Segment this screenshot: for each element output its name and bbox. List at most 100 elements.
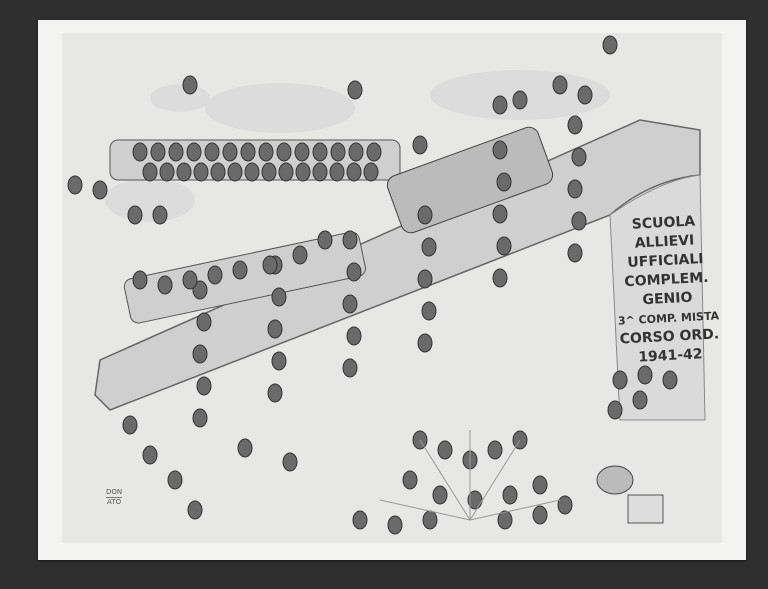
face-photo (607, 400, 623, 420)
face-photo (346, 162, 362, 182)
face-photo (292, 245, 308, 265)
face-photo (176, 162, 192, 182)
face-photo (192, 280, 208, 300)
face-photo (271, 351, 287, 371)
face-photo (532, 475, 548, 495)
face-photo (317, 230, 333, 250)
face-photo (557, 495, 573, 515)
face-photo (502, 485, 518, 505)
face-photo (342, 230, 358, 250)
face-photo (262, 255, 278, 275)
face-photo (152, 205, 168, 225)
face-photo (196, 376, 212, 396)
face-photo (577, 85, 593, 105)
signature-line: ATO (106, 497, 123, 506)
face-photo (267, 383, 283, 403)
face-photo (207, 265, 223, 285)
face-photo (142, 445, 158, 465)
face-photo (402, 470, 418, 490)
face-photo (387, 515, 403, 535)
face-photo (417, 333, 433, 353)
face-photo (412, 135, 428, 155)
face-photo (278, 162, 294, 182)
face-photo (294, 142, 310, 162)
face-photo (421, 301, 437, 321)
face-photo (329, 162, 345, 182)
face-photo (187, 500, 203, 520)
bridge-pier (609, 174, 706, 421)
face-photo (122, 415, 138, 435)
face-photo (232, 260, 248, 280)
face-photo (261, 162, 277, 182)
face-photo (182, 75, 198, 95)
face-photo (227, 162, 243, 182)
face-photo (492, 268, 508, 288)
face-photo (196, 312, 212, 332)
face-photo (342, 358, 358, 378)
face-photo (346, 262, 362, 282)
face-photo (552, 75, 568, 95)
face-photo (150, 142, 166, 162)
face-photo (240, 142, 256, 162)
face-photo (346, 326, 362, 346)
face-photo (492, 140, 508, 160)
face-photo (497, 510, 513, 530)
face-photo (342, 294, 358, 314)
face-photo (210, 162, 226, 182)
faces (67, 35, 678, 535)
face-photo (567, 179, 583, 199)
face-photo (496, 236, 512, 256)
face-photo (632, 390, 648, 410)
face-photo (347, 80, 363, 100)
face-photo (492, 95, 508, 115)
face-photo (295, 162, 311, 182)
face-photo (193, 162, 209, 182)
face-photo (132, 142, 148, 162)
face-photo (222, 142, 238, 162)
face-photo (571, 211, 587, 231)
face-photo (567, 243, 583, 263)
artist-signature: DON ATO (106, 488, 123, 507)
face-photo (204, 142, 220, 162)
face-photo (432, 485, 448, 505)
face-photo (192, 408, 208, 428)
face-photo (186, 142, 202, 162)
face-photo (637, 365, 653, 385)
face-photo (192, 344, 208, 364)
explosion (379, 430, 561, 521)
locomotive (386, 126, 554, 234)
face-photo (92, 180, 108, 200)
face-photo (532, 505, 548, 525)
face-photo (267, 319, 283, 339)
face-photo (602, 35, 618, 55)
face-photo (422, 510, 438, 530)
face-photo (612, 370, 628, 390)
face-photo (492, 204, 508, 224)
title-text: SCUOLA ALLIEVI UFFICIALI COMPLEM. GENIO … (608, 211, 726, 369)
face-photo (330, 142, 346, 162)
face-photo (244, 162, 260, 182)
face-photo (258, 142, 274, 162)
crate (627, 494, 664, 524)
face-photo (512, 90, 528, 110)
face-photo (142, 162, 158, 182)
face-photo (157, 275, 173, 295)
face-photo (417, 205, 433, 225)
face-photo (159, 162, 175, 182)
face-photo (168, 142, 184, 162)
face-photo (276, 142, 292, 162)
face-photo (282, 452, 298, 472)
face-photo (437, 440, 453, 460)
barrel (596, 465, 634, 495)
face-photo (417, 269, 433, 289)
face-photo (366, 142, 382, 162)
face-photo (571, 147, 587, 167)
face-photo (363, 162, 379, 182)
face-photo (496, 172, 512, 192)
face-photo (127, 205, 143, 225)
face-photo (352, 510, 368, 530)
face-photo (487, 440, 503, 460)
face-photo (132, 270, 148, 290)
face-photo (167, 470, 183, 490)
